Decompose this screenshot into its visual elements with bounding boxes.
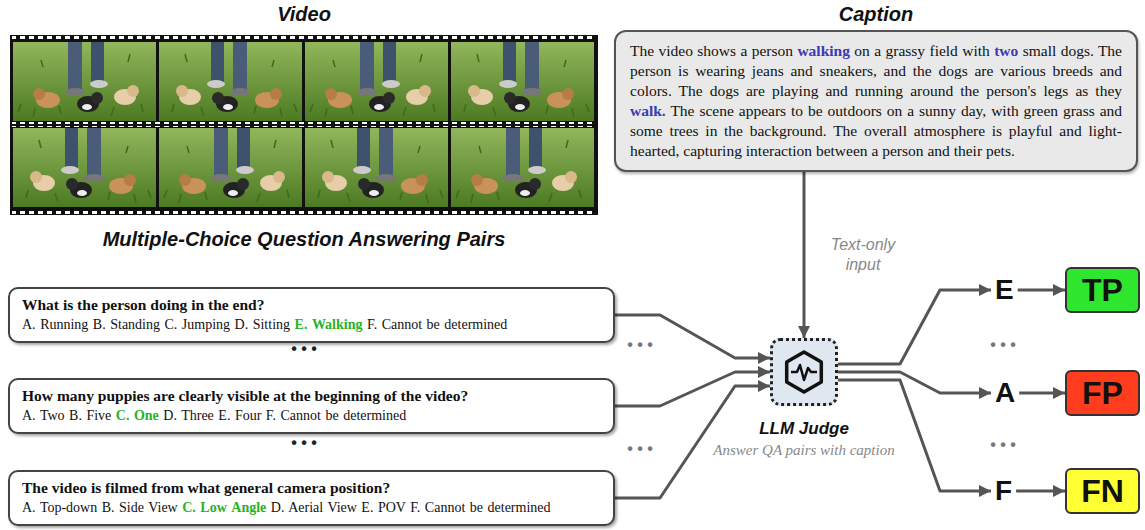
judge-icon xyxy=(773,341,835,403)
arrow-connector xyxy=(1016,490,1065,493)
highlighted-word: Walking xyxy=(312,317,363,332)
arrow-connector xyxy=(838,372,991,393)
answer-options: A. Two B. Five C. One D. Three E. Four F… xyxy=(22,406,601,426)
answer-options: A. Top-down B. Side View C. Low Angle D.… xyxy=(22,498,601,518)
ellipsis-dots: • • • xyxy=(983,436,1023,454)
answer-letter-text: F xyxy=(995,476,1012,506)
result-text: TP xyxy=(1082,272,1123,308)
result-badge: FN xyxy=(1065,468,1140,514)
highlighted-word: Angle xyxy=(231,500,266,515)
caption-heading: Caption xyxy=(616,3,1136,26)
highlighted-word: C. xyxy=(116,408,130,423)
caption-text: The video shows a person walking on a gr… xyxy=(630,41,1122,161)
result-badge: TP xyxy=(1065,267,1140,313)
caption-box: CaptionThe video shows a person walking … xyxy=(614,30,1138,172)
section-title: Video xyxy=(0,3,608,26)
edge-label: Text-only input xyxy=(818,235,908,275)
highlighted-word: two xyxy=(994,42,1018,59)
question-text: How many puppies are clearly visible at … xyxy=(22,385,601,406)
answer-letter: F xyxy=(991,476,1016,506)
question-box: The video is filmed from what general ca… xyxy=(8,470,615,526)
highlighted-word: Low xyxy=(200,500,226,515)
section-title: Multiple-Choice Question Answering Pairs xyxy=(0,228,608,251)
question-box: How many puppies are clearly visible at … xyxy=(8,378,615,434)
result-text: FP xyxy=(1082,375,1123,411)
highlighted-word: walking xyxy=(797,42,850,59)
question-box: What is the person doing in the end?A. R… xyxy=(8,287,615,343)
question-text: The video is filmed from what general ca… xyxy=(22,477,601,498)
arrow-connector xyxy=(615,372,770,406)
llm-judge-box: LLM JudgeAnswer QA pairs with caption xyxy=(770,338,838,406)
arrow-connector xyxy=(803,172,806,338)
answer-options: A. Running B. Standing C. Jumping D. Sit… xyxy=(22,315,601,335)
answer-letter: E xyxy=(991,275,1018,305)
question-text: What is the person doing in the end? xyxy=(22,294,601,315)
ellipsis-dots: • • • xyxy=(615,336,665,354)
highlighted-word: E. xyxy=(295,317,308,332)
arrow-connector xyxy=(615,315,770,358)
arrow-connector xyxy=(1019,392,1065,395)
ellipsis-dots: • • • xyxy=(0,434,608,452)
judge-subtitle: Answer QA pairs with caption xyxy=(713,442,894,459)
highlighted-word: C. xyxy=(182,500,196,515)
answer-letter-text: A xyxy=(995,378,1015,408)
result-badge: FP xyxy=(1065,370,1140,416)
highlighted-word: One xyxy=(134,408,159,423)
answer-letter-text: E xyxy=(995,275,1014,305)
judge-title: LLM Judge xyxy=(759,419,849,439)
result-text: FN xyxy=(1081,473,1124,509)
ellipsis-dots: • • • xyxy=(983,336,1023,354)
ellipsis-dots: • • • xyxy=(615,440,665,458)
ellipsis-dots: • • • xyxy=(0,340,608,358)
arrow-connector xyxy=(1018,289,1065,292)
arrow-connector xyxy=(838,290,991,364)
arrow-connector xyxy=(838,380,991,491)
answer-letter: A xyxy=(991,378,1019,408)
highlighted-word: walk. xyxy=(630,102,666,119)
